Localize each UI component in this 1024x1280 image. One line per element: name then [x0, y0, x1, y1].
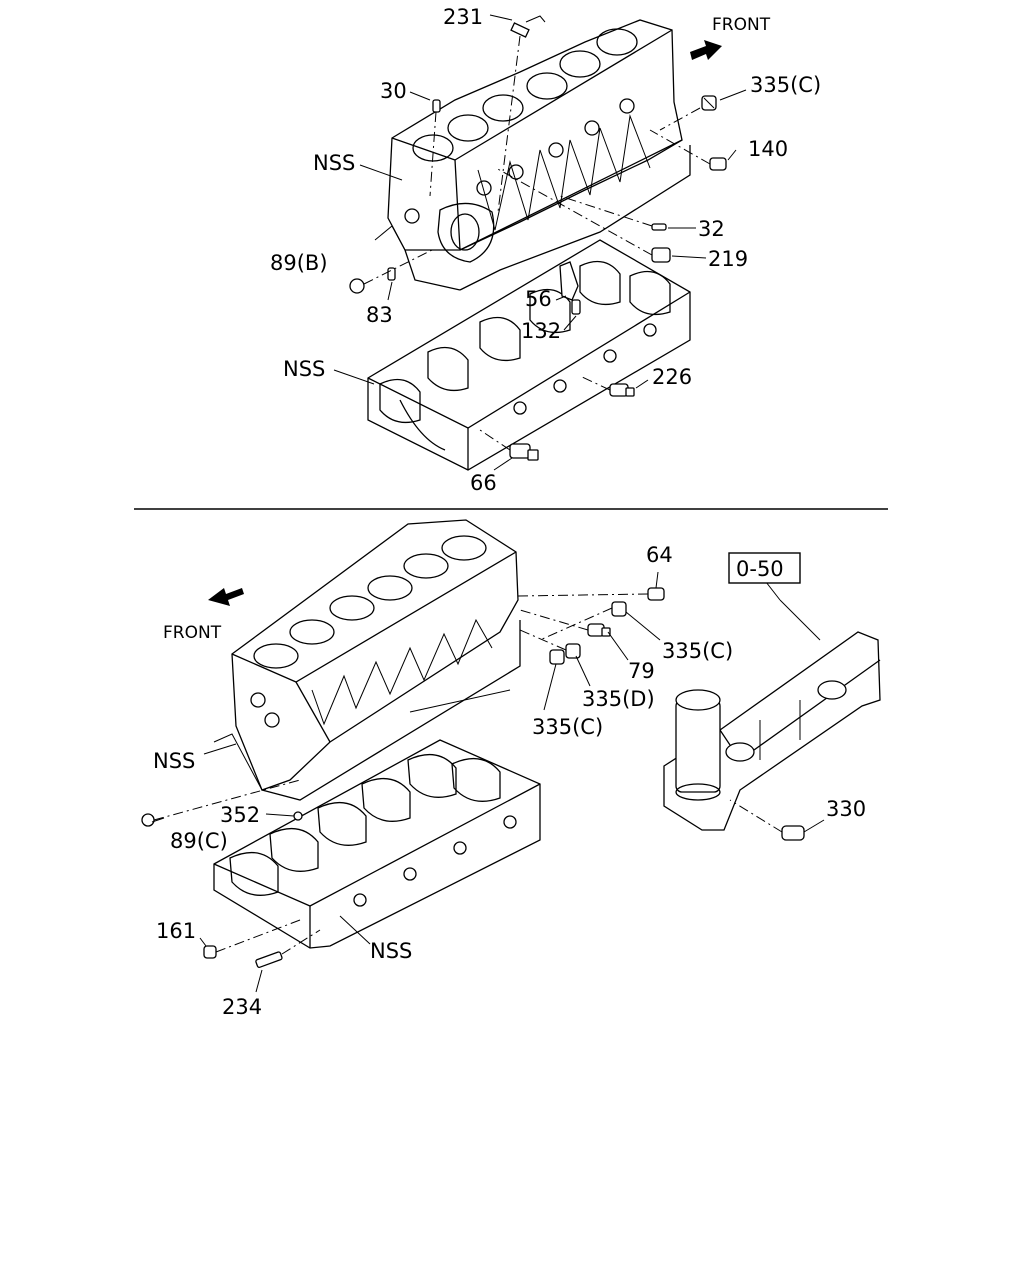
part-label-231: 231 [443, 5, 483, 29]
crankcase-lower-top [367, 239, 691, 471]
part-label-352: 352 [220, 803, 260, 827]
pin-352 [293, 811, 303, 821]
sensor-79 [587, 623, 611, 637]
bottom-leader-lines [151, 571, 825, 993]
plug-335c-upper-right [611, 601, 627, 617]
cylinder-block-upper-top [374, 19, 691, 291]
sensor-226 [609, 383, 635, 397]
bolt-132 [571, 299, 581, 315]
bolt-330 [781, 825, 805, 841]
bracket-56 [559, 261, 579, 301]
part-label-89c: 89(C) [170, 829, 228, 853]
part-label-161: 161 [156, 919, 196, 943]
part-label-132: 132 [521, 319, 561, 343]
part-label-30: 30 [380, 79, 407, 103]
crankcase-lower-bottom [213, 739, 541, 949]
front-label-top: FRONT [712, 15, 771, 35]
reference-box [728, 552, 801, 584]
bolt-64 [647, 587, 665, 601]
stud-234 [255, 951, 283, 968]
stud-231 [510, 15, 546, 38]
part-label-56: 56 [525, 287, 552, 311]
pin-30 [432, 99, 441, 113]
part-label-83: 83 [366, 303, 393, 327]
top-leader-lines [333, 14, 747, 471]
plug-219 [651, 247, 671, 263]
part-label-335c-top: 335(C) [750, 73, 821, 97]
pin-32 [651, 223, 667, 231]
part-label-219: 219 [708, 247, 748, 271]
bolt-140 [709, 157, 727, 171]
plug-335d [565, 643, 581, 659]
part-label-nss-crankcase-top: NSS [283, 357, 325, 381]
plug-335c-lower [549, 649, 565, 665]
bottom-assembly: FRONT 64 0-50 335(C) 79 335(D) 335(C) NS… [141, 519, 881, 1019]
plug-89b [349, 278, 365, 294]
part-label-79: 79 [628, 659, 655, 683]
part-label-234: 234 [222, 995, 262, 1019]
part-label-66: 66 [470, 471, 497, 495]
cylinder-block-upper-bottom [213, 519, 521, 801]
part-label-226: 226 [652, 365, 692, 389]
front-arrow-bottom [208, 588, 244, 606]
part-label-nss-upper-block: NSS [313, 151, 355, 175]
part-label-nss-crankcase-bottom: NSS [370, 939, 412, 963]
top-assembly: FRONT 231 30 335(C) NSS 140 32 219 89(B)… [270, 5, 821, 495]
part-label-335c-lower: 335(C) [532, 715, 603, 739]
reference-box-label: 0-50 [736, 557, 784, 581]
plug-335c-top [701, 95, 717, 111]
part-label-335d: 335(D) [582, 687, 655, 711]
part-label-335c-right: 335(C) [662, 639, 733, 663]
part-label-64: 64 [646, 543, 673, 567]
plug-161 [203, 945, 217, 959]
part-label-140: 140 [748, 137, 788, 161]
front-arrow-top [690, 40, 722, 60]
part-label-89b: 89(B) [270, 251, 328, 275]
part-label-330: 330 [826, 797, 866, 821]
oil-filter-housing [663, 631, 881, 831]
part-label-nss-upper-block-bottom: NSS [153, 749, 195, 773]
plug-89c [141, 813, 155, 827]
sensor-66 [509, 443, 539, 461]
front-label-bottom: FRONT [163, 623, 222, 643]
pin-83 [387, 267, 396, 281]
part-label-32: 32 [698, 217, 725, 241]
